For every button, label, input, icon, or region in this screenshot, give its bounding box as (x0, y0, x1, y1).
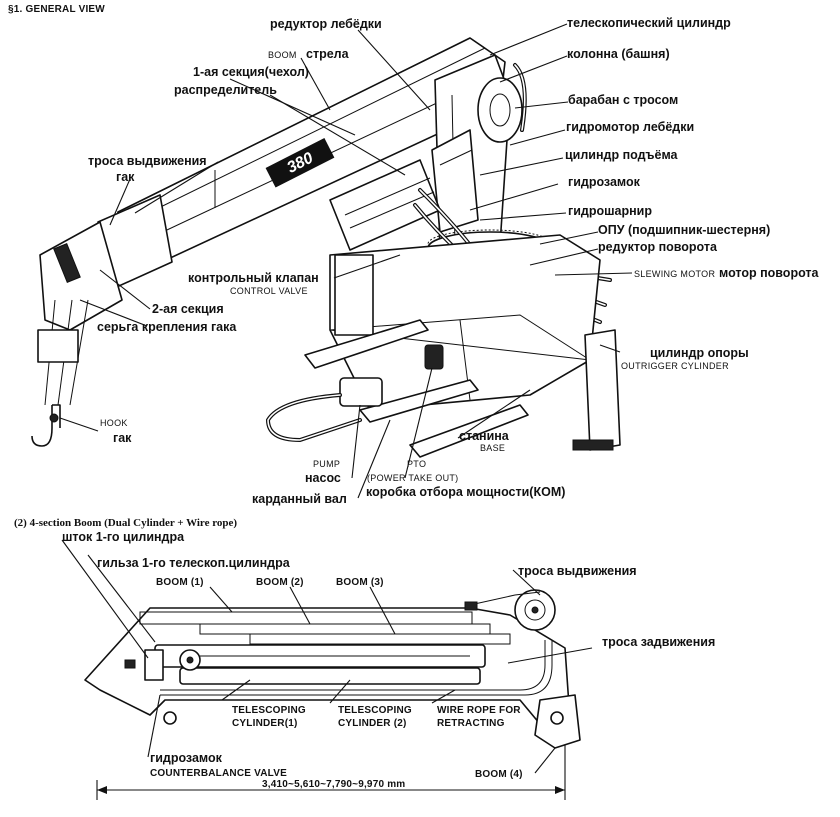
label-slewing-bearing: ОПУ (подшипник-шестерня) (598, 223, 770, 237)
label-drum-with-rope: барабан с тросом (568, 93, 678, 107)
boom-marking-plate (265, 137, 335, 188)
outrigger-leg (584, 329, 621, 451)
label-boom-3: BOOM (3) (336, 577, 384, 588)
label-slewing-motor-ru: мотор поворота (719, 266, 820, 280)
label-control-valve-ru: контрольный клапан (188, 271, 319, 285)
general-view-labels: §1. GENERAL VIEW редуктор лебёдки телеск… (8, 4, 820, 506)
label-telescopic-cylinder: телескопический цилиндр (567, 16, 731, 30)
label-wire-rope-a: WIRE ROPE FOR (437, 705, 521, 716)
winch-drum (477, 77, 523, 143)
label-distributor: распределитель (174, 83, 277, 97)
label-counterbalance-valve: COUNTERBALANCE VALVE (150, 768, 287, 779)
label-boom-1: BOOM (1) (156, 577, 204, 588)
left-support (334, 254, 374, 336)
label-base-en: BASE (480, 443, 505, 453)
label-boom-4: BOOM (4) (475, 769, 523, 780)
label-winch-reducer: редуктор лебёдки (270, 17, 382, 31)
section-view-heading: (2) 4-section Boom (Dual Cylinder + Wire… (14, 517, 237, 529)
label-extension-ropes-2: гак (116, 170, 135, 184)
label-pump-ru: насос (305, 471, 341, 485)
label-pto-full-en: (POWER TAKE OUT) (367, 473, 458, 483)
section-view-leaders (61, 539, 593, 774)
pto-unit (424, 344, 444, 370)
label-column: колонна (башня) (567, 47, 670, 61)
label-second-section: 2-ая секция (152, 302, 224, 316)
general-view-illustration: 380 (31, 37, 621, 458)
label-telescoping-cyl1-b: CYLINDER(1) (232, 718, 298, 729)
crane-base-frame (329, 234, 601, 411)
label-hook-ru: гак (113, 431, 132, 445)
general-view-leaders (59, 23, 633, 499)
label-boom-2: BOOM (2) (256, 577, 304, 588)
label-control-valve-en: CONTROL VALVE (230, 286, 308, 296)
general-view-heading: §1. GENERAL VIEW (8, 4, 105, 15)
pump (339, 377, 383, 407)
section-view-illustration (84, 589, 581, 800)
label-boom-ru: стрела (306, 47, 350, 61)
label-sleeve-first-cylinder: гильза 1-го телескоп.цилиндра (97, 556, 291, 570)
label-first-section: 1-ая секция(чехол) (193, 65, 309, 79)
label-telescoping-cyl2-a: TELESCOPING (338, 705, 412, 716)
counterbalance-valve (144, 649, 164, 681)
label-outrigger-ru: цилиндр опоры (650, 346, 749, 360)
label-base-ru: станина (459, 429, 510, 443)
label-pto-en: PTO (407, 459, 426, 469)
label-boom-en: BOOM (268, 50, 297, 60)
label-telescoping-cyl1-a: TELESCOPING (232, 705, 306, 716)
label-lift-cylinder: цилиндр подъёма (565, 148, 679, 162)
label-retraction-ropes: троса задвижения (602, 635, 715, 649)
label-wire-rope-b: RETRACTING (437, 718, 505, 729)
label-swivel: гидрошарнир (568, 204, 652, 218)
label-pto-ru: коробка отбора мощности(КОМ) (366, 485, 565, 499)
label-outrigger-en: OUTRIGGER CYLINDER (621, 361, 729, 371)
label-cardan-shaft: карданный вал (252, 492, 347, 506)
hook-shape (31, 404, 61, 447)
section-view-labels: (2) 4-section Boom (Dual Cylinder + Wire… (14, 517, 715, 790)
boom-3-shell (249, 633, 511, 645)
label-dimension: 3,410~5,610~7,790~9,970 mm (262, 779, 405, 790)
telescoping-cylinder-2 (179, 667, 481, 685)
label-hydrolock-section: гидрозамок (150, 751, 223, 765)
label-rod-first-cylinder: шток 1-го цилиндра (62, 530, 185, 544)
hook-block (37, 329, 79, 363)
label-hydrolock: гидрозамок (568, 175, 641, 189)
label-slewing-motor-en: SLEWING MOTOR (634, 269, 715, 279)
label-winch-motor: гидромотор лебёдки (566, 120, 694, 134)
label-hook-en: HOOK (100, 418, 128, 428)
label-slewing-reducer: редуктор поворота (598, 240, 718, 254)
label-extension-ropes-section: троса выдвижения (518, 564, 637, 578)
label-hook-shackle: серьга крепления гака (97, 320, 237, 334)
label-extension-ropes: троса выдвижения (88, 154, 207, 168)
label-telescoping-cyl2-b: CYLINDER (2) (338, 718, 407, 729)
label-pump-en: PUMP (313, 459, 340, 469)
